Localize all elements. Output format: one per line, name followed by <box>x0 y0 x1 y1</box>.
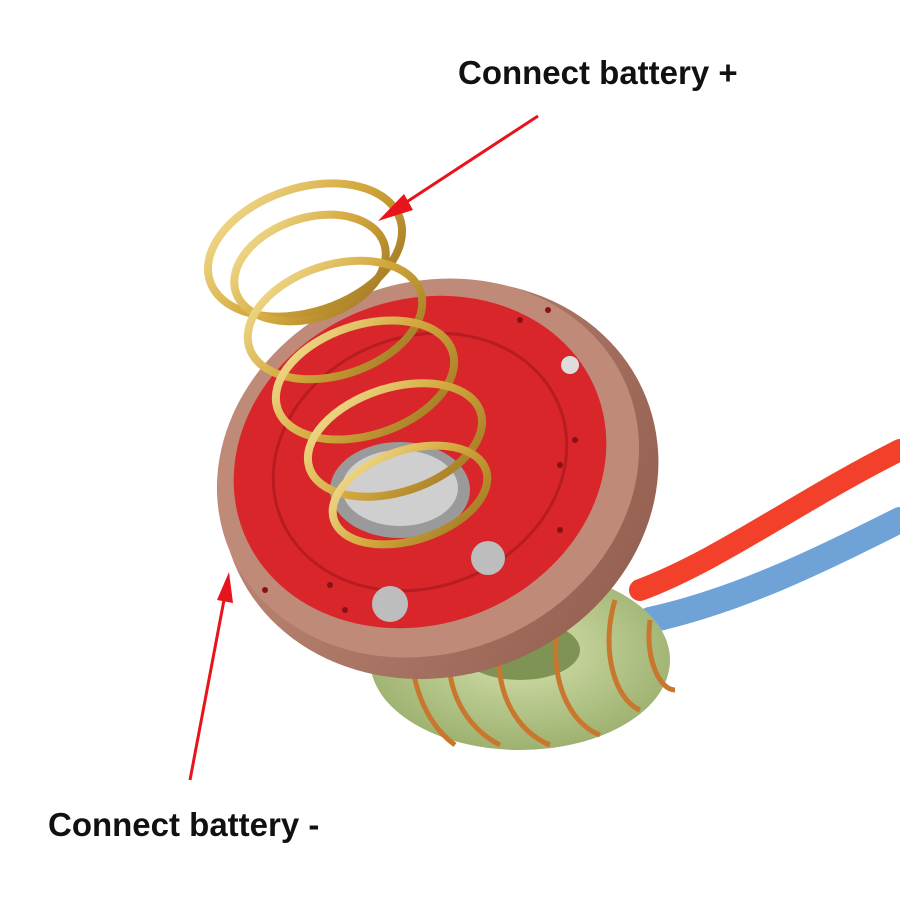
arrow-icon <box>378 114 539 221</box>
positive-terminal-label: Connect battery + <box>458 54 738 91</box>
lead-wires <box>629 439 900 633</box>
battery-spring <box>203 179 492 549</box>
negative-terminal-label: Connect battery - <box>48 806 320 843</box>
arrow-icon <box>188 572 233 781</box>
